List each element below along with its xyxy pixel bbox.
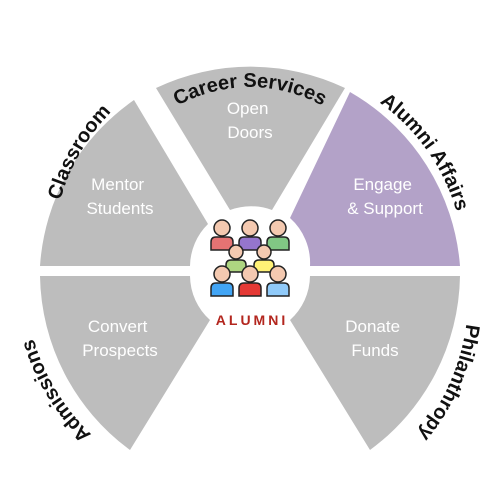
center-label-alumni: ALUMNI: [216, 312, 288, 328]
label-mentor-students: Mentor Students: [86, 175, 153, 218]
segment-mentor-students: [40, 100, 208, 266]
label-donate-funds: Donate Funds: [345, 317, 405, 360]
people-group-icon: [210, 219, 290, 297]
label-convert-prospects: Convert Prospects: [82, 317, 158, 360]
label-open-doors: Open Doors: [227, 99, 273, 142]
segment-convert-prospects: [40, 276, 210, 450]
segment-donate-funds: [290, 276, 460, 450]
segment-engage-support: [290, 92, 460, 266]
label-engage-support: Engage & Support: [347, 175, 423, 218]
segment-open-doors: [156, 66, 345, 210]
